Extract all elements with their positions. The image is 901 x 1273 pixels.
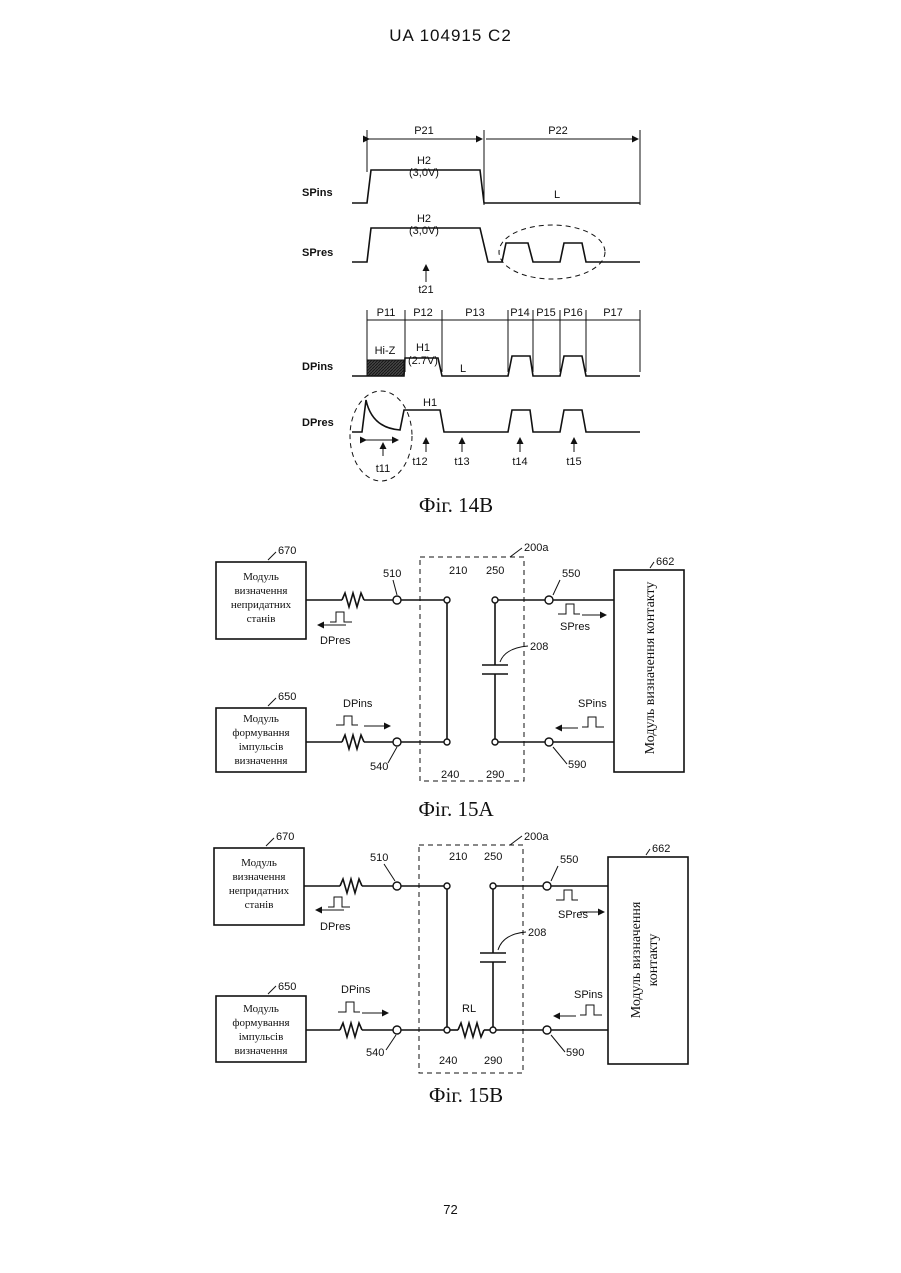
fig-14b-caption: Фіг. 14В — [419, 493, 493, 517]
spres-waveform — [352, 228, 640, 262]
svg-text:208: 208 — [530, 641, 548, 653]
svg-text:H1: H1 — [416, 342, 430, 354]
signal-dpres: DPres — [302, 417, 334, 429]
svg-text:662: 662 — [652, 843, 670, 855]
svg-text:Hi-Z: Hi-Z — [375, 345, 396, 357]
fig-14b: P21 P22 SPins H2 (3,0V) L SPres H2 (3,0V… — [302, 125, 640, 517]
svg-text:SPres: SPres — [560, 621, 590, 633]
svg-text:650: 650 — [278, 691, 296, 703]
svg-text:t21: t21 — [418, 284, 433, 296]
pulse-ellipse — [499, 225, 605, 279]
svg-text:Модуль: Модуль — [243, 713, 279, 725]
svg-text:P16: P16 — [563, 307, 583, 319]
svg-text:t15: t15 — [566, 456, 581, 468]
svg-text:Модуль: Модуль — [243, 571, 279, 583]
svg-text:визначення: визначення — [234, 585, 287, 597]
svg-text:290: 290 — [486, 769, 504, 781]
svg-text:L: L — [554, 189, 560, 201]
svg-text:H1: H1 — [423, 397, 437, 409]
block-200a — [419, 845, 523, 1073]
svg-text:контакту: контакту — [646, 934, 661, 987]
svg-text:Модуль визначення: Модуль визначення — [629, 901, 644, 1018]
svg-text:P15: P15 — [536, 307, 556, 319]
svg-text:SPins: SPins — [574, 989, 603, 1001]
svg-text:P11: P11 — [377, 307, 396, 319]
svg-text:t11: t11 — [376, 463, 390, 475]
fig-15a: Модуль визначення непридатних станів 670… — [216, 542, 684, 821]
svg-text:670: 670 — [278, 545, 296, 557]
svg-text:станів: станів — [245, 899, 274, 911]
svg-text:250: 250 — [484, 851, 502, 863]
fig-15b: Модуль визначення непридатних станів 670… — [214, 831, 688, 1107]
svg-text:(3,0V): (3,0V) — [409, 225, 439, 237]
svg-text:L: L — [460, 363, 466, 375]
svg-text:непридатних: непридатних — [231, 599, 292, 611]
svg-text:(2.7V): (2.7V) — [408, 355, 438, 367]
svg-text:t12: t12 — [412, 456, 427, 468]
spins-waveform — [352, 170, 640, 203]
block-200a — [420, 557, 524, 781]
svg-text:650: 650 — [278, 981, 296, 993]
svg-text:200a: 200a — [524, 542, 549, 554]
resistor-rl: RL — [462, 1003, 476, 1015]
svg-text:t13: t13 — [454, 456, 469, 468]
svg-text:P17: P17 — [603, 307, 623, 319]
signal-spres: SPres — [302, 247, 333, 259]
svg-text:240: 240 — [439, 1055, 457, 1067]
svg-text:550: 550 — [562, 568, 580, 580]
svg-text:t14: t14 — [512, 456, 527, 468]
svg-text:імпульсів: імпульсів — [239, 741, 284, 753]
svg-text:SPres: SPres — [558, 909, 588, 921]
svg-text:DPres: DPres — [320, 921, 351, 933]
svg-text:210: 210 — [449, 565, 467, 577]
period-p21: P21 — [414, 125, 434, 137]
svg-text:DPins: DPins — [343, 698, 373, 710]
signal-spins: SPins — [302, 187, 333, 199]
svg-text:290: 290 — [484, 1055, 502, 1067]
svg-text:формування: формування — [232, 1017, 289, 1029]
svg-text:540: 540 — [370, 761, 388, 773]
svg-text:510: 510 — [383, 568, 401, 580]
svg-text:SPins: SPins — [578, 698, 607, 710]
svg-text:H2: H2 — [417, 213, 431, 225]
page-number: 72 — [0, 1202, 901, 1217]
svg-text:H2: H2 — [417, 155, 431, 167]
fig-15a-caption: Фіг. 15А — [418, 797, 494, 821]
svg-text:визначення: визначення — [232, 871, 285, 883]
svg-text:200a: 200a — [524, 831, 549, 843]
svg-text:540: 540 — [366, 1047, 384, 1059]
svg-text:Модуль: Модуль — [243, 1003, 279, 1015]
svg-text:510: 510 — [370, 852, 388, 864]
svg-text:670: 670 — [276, 831, 294, 843]
svg-text:210: 210 — [449, 851, 467, 863]
svg-text:визначення: визначення — [234, 755, 287, 767]
svg-text:(3,0V): (3,0V) — [409, 167, 439, 179]
period-p22: P22 — [548, 125, 568, 137]
svg-text:DPins: DPins — [341, 984, 371, 996]
svg-text:P13: P13 — [465, 307, 485, 319]
dpres-waveform — [352, 400, 640, 432]
svg-text:визначення: визначення — [234, 1045, 287, 1057]
fig-15b-caption: Фіг. 15В — [429, 1083, 503, 1107]
svg-text:формування: формування — [232, 727, 289, 739]
svg-text:590: 590 — [568, 759, 586, 771]
svg-text:Модуль: Модуль — [241, 857, 277, 869]
svg-text:590: 590 — [566, 1047, 584, 1059]
svg-text:240: 240 — [441, 769, 459, 781]
svg-text:DPres: DPres — [320, 635, 351, 647]
svg-text:P12: P12 — [413, 307, 433, 319]
svg-text:208: 208 — [528, 927, 546, 939]
svg-text:імпульсів: імпульсів — [239, 1031, 284, 1043]
svg-text:P14: P14 — [510, 307, 530, 319]
svg-text:662: 662 — [656, 556, 674, 568]
svg-text:станів: станів — [247, 613, 276, 625]
svg-text:550: 550 — [560, 854, 578, 866]
svg-text:250: 250 — [486, 565, 504, 577]
svg-text:непридатних: непридатних — [229, 885, 290, 897]
signal-dpins: DPins — [302, 361, 333, 373]
svg-text:Модуль визначення контакту: Модуль визначення контакту — [643, 582, 658, 755]
